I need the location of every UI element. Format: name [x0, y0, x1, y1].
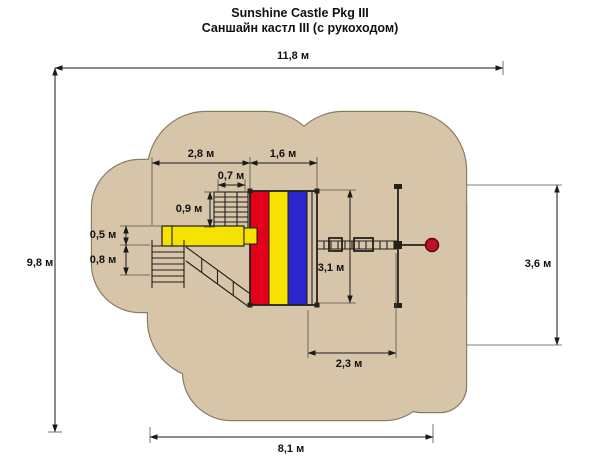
- stairs: [185, 246, 250, 308]
- dimension-tower-depth: [319, 189, 356, 304]
- dimension-ladder-width: [120, 244, 150, 276]
- dim-net-depth-label: 0,9 м: [175, 203, 203, 215]
- dim-net-width-label: 0,7 м: [217, 170, 245, 182]
- tower-roof-red: [249, 190, 270, 306]
- dim-right-depth-label: 3,6 м: [524, 258, 552, 270]
- dim-left-section-label: 2,8 м: [187, 148, 215, 160]
- tower-roof-yellow: [268, 190, 289, 306]
- dimension-bottom-width: [149, 424, 434, 443]
- page-title-en: Sunshine Castle Pkg III: [231, 6, 369, 20]
- dimension-net-depth: [204, 191, 215, 228]
- dim-bottom-width-label: 8,1 м: [277, 443, 305, 455]
- dimension-net-width: [217, 179, 246, 191]
- tower-roof-blue: [287, 190, 308, 306]
- monkey-bars: [317, 237, 398, 252]
- page-title-ru: Саншайн кастл III (с рукоходом): [201, 21, 399, 35]
- dimension-left-section: [151, 157, 318, 225]
- slide-upper-section: [243, 227, 258, 245]
- dim-overall-width-label: 11,8 м: [277, 50, 309, 62]
- tower: [247, 188, 320, 308]
- dim-overall-depth-label: 9,8 м: [26, 257, 54, 269]
- tower-frame: [249, 190, 318, 306]
- dimension-monkey-bars: [307, 253, 397, 358]
- dimension-overall-depth: [48, 67, 62, 433]
- ladder: [151, 240, 185, 288]
- slide: [161, 225, 258, 247]
- dim-slide-width-label: 0,5 м: [89, 229, 117, 241]
- dim-tower-depth-label: 3,1 м: [317, 262, 345, 274]
- dim-ladder-width-label: 0,8 м: [89, 254, 117, 266]
- end-ball: [424, 237, 440, 253]
- dimension-overall-width: [54, 61, 504, 75]
- dim-monkey-bars-label: 2,3 м: [335, 358, 363, 370]
- end-post-frame: [394, 184, 440, 308]
- dimension-right-depth: [467, 184, 562, 346]
- dim-tower-width-label: 1,6 м: [269, 148, 297, 160]
